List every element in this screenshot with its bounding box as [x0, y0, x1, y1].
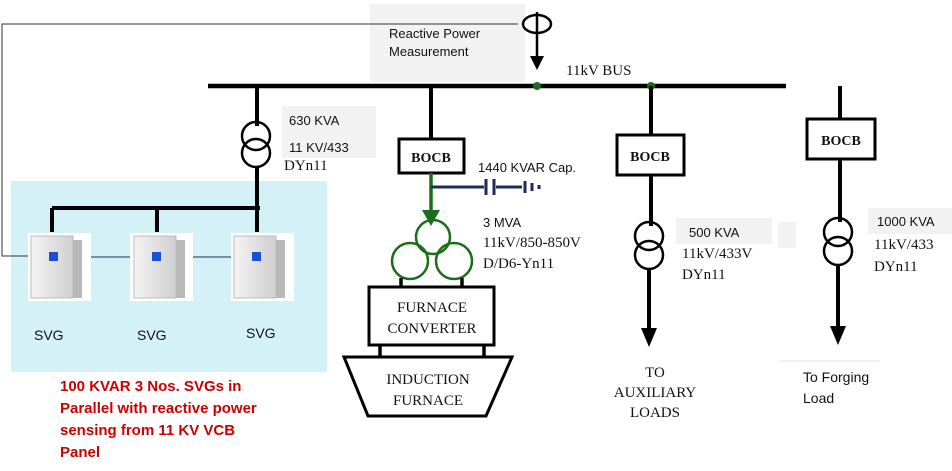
forging-load-arrow-icon [830, 326, 846, 345]
measurement-label-line1: Reactive Power [389, 26, 481, 41]
forging-transformer-primary-icon [822, 216, 854, 248]
transformer-630-primary-icon [240, 120, 272, 152]
furnace-transformer-winding-icon [414, 218, 452, 256]
aux-transformer-secondary-icon [633, 239, 665, 271]
aux-load-label-line2: AUXILIARY [614, 385, 697, 401]
bus-node [533, 82, 541, 90]
furnace-transformer-winding-icon [390, 241, 430, 281]
svg-screen-icon [152, 252, 161, 261]
forging-side-label-box [778, 222, 796, 248]
transformer-630-rating: 630 KVA [289, 113, 340, 128]
ct-arrow-icon [530, 56, 544, 70]
furnace-breaker-label: BOCB [411, 151, 451, 166]
measurement-signal-line [1, 23, 518, 257]
capacitor-label: 1440 KVAR Cap. [478, 160, 576, 175]
transformer-630-voltage: 11 KV/433 [289, 140, 349, 155]
forging-transformer-voltage: 11kV/433 [874, 237, 933, 253]
svg-panel-caption-line: Panel [60, 444, 100, 461]
furnace-arrow-icon [422, 210, 440, 226]
furnace-transformer-winding-icon [434, 241, 474, 281]
aux-load-label-line3: LOADS [630, 405, 680, 421]
forging-transformer-rating: 1000 KVA [877, 214, 935, 229]
forging-load-label-box [780, 360, 880, 362]
aux-load-arrow-icon [641, 328, 657, 347]
forging-transformer-label-box [868, 208, 952, 234]
forging-load-label-line2: Load [803, 390, 834, 406]
svg-panel-caption-line: sensing from 11 KV VCB [60, 422, 235, 439]
svg-screen-icon [252, 252, 261, 261]
furnace-converter-label-line2: CONVERTER [387, 321, 476, 337]
svg-panel-caption-line: 100 KVAR 3 Nos. SVGs in [60, 378, 241, 395]
svg-unit-label: SVG [246, 325, 276, 341]
svg-unit-label: SVG [34, 327, 64, 343]
induction-furnace-label-line2: FURNACE [393, 393, 463, 409]
aux-transformer-voltage: 11kV/433V [682, 246, 752, 262]
furnace-converter-label-line1: FURNACE [397, 300, 467, 316]
induction-furnace-label-line1: INDUCTION [386, 372, 469, 388]
svg-unit-label: SVG [137, 327, 167, 343]
furnace-transformer-rating: 3 MVA [483, 215, 521, 230]
forging-transformer-secondary-icon [822, 235, 854, 267]
aux-load-label-line1: TO [645, 365, 665, 381]
bus-label: 11kV BUS [566, 63, 631, 79]
svg-screen-icon [49, 252, 58, 261]
aux-breaker-label: BOCB [630, 150, 670, 165]
furnace-converter-box [367, 285, 496, 347]
measurement-label-box [370, 4, 525, 82]
measurement-label-line2: Measurement [389, 44, 469, 59]
induction-furnace-shape [341, 355, 515, 418]
furnace-transformer-voltage: 11kV/850-850V [483, 235, 581, 251]
forging-load-label-line1: To Forging [803, 369, 869, 385]
forging-transformer-vector: DYn11 [874, 259, 918, 275]
furnace-breaker-box [397, 137, 466, 175]
aux-transformer-vector: DYn11 [682, 267, 726, 283]
aux-transformer-rating: 500 KVA [689, 225, 740, 240]
transformer-630-label-box [282, 106, 376, 158]
aux-transformer-primary-icon [633, 220, 665, 252]
furnace-transformer-vector: D/D6-Yn11 [483, 256, 554, 272]
transformer-630-vector: DYn11 [284, 158, 328, 174]
aux-transformer-label-box [676, 218, 772, 244]
svg-panel-caption-line: Parallel with reactive power [60, 400, 257, 417]
forging-breaker-label: BOCB [821, 134, 861, 149]
transformer-630-secondary-icon [240, 137, 272, 169]
